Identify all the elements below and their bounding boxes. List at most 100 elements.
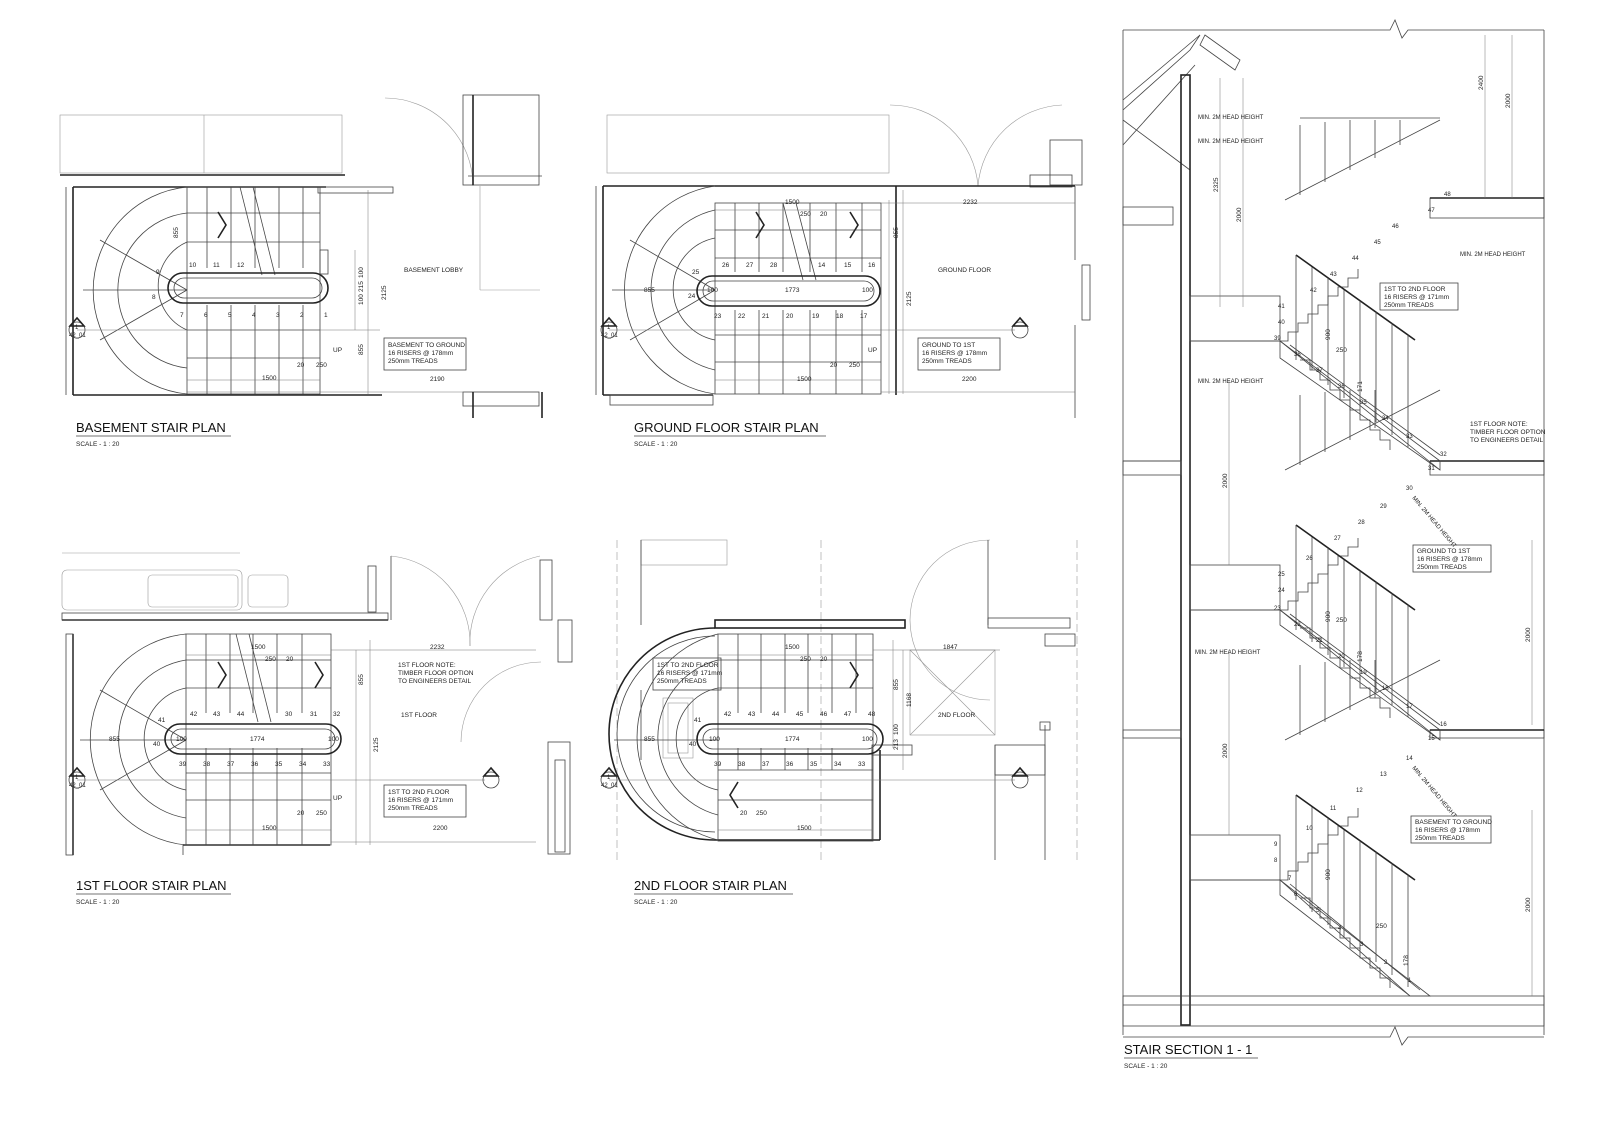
dimension-label: 855 [893,679,900,690]
section-note-2-line1: 1ST FLOOR NOTE: [1470,421,1528,428]
section-title: STAIR SECTION 1 - 1 [1124,1042,1252,1057]
tread-number: 27 [746,262,754,269]
riser-note-ground-line1: GROUND TO 1ST [922,342,975,349]
tread-number: 48 [868,711,876,718]
room-label-second: 2ND FLOOR [938,712,976,719]
step-number: 33 [1406,434,1413,440]
step-number: 21 [1316,638,1323,644]
tread-number: 40 [689,741,697,748]
step-number: 32 [1440,452,1447,458]
tread-number: 32 [333,711,341,718]
riser-note-basement-line3: 250mm TREADS [388,358,438,365]
dimension-label: 20 [297,810,305,817]
tread-number: 46 [820,711,828,718]
dimension-label: 2325 [1213,177,1220,192]
tread-number: 33 [858,761,866,768]
floor-note-first-line1: 1ST FLOOR NOTE: [398,662,456,669]
tread-number: 42 [724,711,732,718]
dimension-label: 1773 [785,287,800,294]
dimension-label: 855 [893,227,900,238]
step-number: 1 [1408,978,1412,984]
tread-number: 16 [868,262,876,269]
step-number: 46 [1392,224,1399,230]
riser-note-ground-line3: 250mm TREADS [922,358,972,365]
dimension-label: 20 [740,810,748,817]
tread-number: 40 [153,741,161,748]
head-height-label: MIN. 2M HEAD HEIGHT [1460,252,1526,258]
step-number: 22 [1294,622,1301,628]
tread-number: 44 [237,711,245,718]
labels: BASEMENT STAIR PLAN SCALE - 1 : 20 BASEM… [69,75,1546,1070]
tread-number: 4 [252,312,256,319]
tread-number: 28 [770,262,778,269]
step-number: 14 [1406,756,1413,762]
step-number: 8 [1274,858,1278,864]
tread-number: 21 [762,313,770,320]
step-number: 34 [1382,416,1389,422]
head-height-label: MIN. 2M HEAD HEIGHT [1198,115,1264,121]
dimension-label: 855 [173,227,180,238]
section-note-3-line1: GROUND TO 1ST [1417,548,1470,555]
dimension-label: 2125 [906,291,913,306]
tread-number: 33 [323,761,331,768]
dimension-label: 1500 [785,644,800,651]
dimension-label: 250 [316,810,327,817]
riser-note-second-line2: 16 RISERS @ 171mm [657,670,722,677]
section-tag-ref-basement: 42_01 [69,333,86,339]
dimension-label: 900 [1325,869,1332,880]
tread-number: 36 [251,761,259,768]
section-tag-ref-first: 42_01 [69,783,86,789]
dimension-label: 1847 [943,644,958,651]
dimension-label: 100 [176,736,187,743]
plan-title-second: 2ND FLOOR STAIR PLAN [634,878,787,893]
step-number: 45 [1374,240,1381,246]
dimension-label: 100 [709,736,720,743]
tread-number: 35 [275,761,283,768]
dimension-label: 20 [820,211,828,218]
plan-title-basement: BASEMENT STAIR PLAN [76,420,226,435]
dimension-label: 171 [1357,381,1364,392]
step-number: 4 [1338,926,1342,932]
step-number: 43 [1330,272,1337,278]
plan-title-ground: GROUND FLOOR STAIR PLAN [634,420,819,435]
tread-number: 18 [836,313,844,320]
dimension-label: 100 [328,736,339,743]
dimension-label: 20 [830,362,838,369]
dimension-label: 2125 [373,737,380,752]
step-number: 40 [1278,320,1285,326]
step-number: 27 [1334,536,1341,542]
step-number: 9 [1274,842,1278,848]
ground-floor-stair-plan [595,104,1091,418]
dimension-label: 855 [358,674,365,685]
dimension-label: 100 [358,294,365,305]
dimension-label: 250 [800,656,811,663]
dimension-label: 100 [862,736,873,743]
riser-note-second-line3: 250mm TREADS [657,678,707,685]
step-number: 38 [1294,352,1301,358]
step-number: 6 [1294,892,1298,898]
section-tag-ref-second: 42_01 [601,783,618,789]
dimension-label: 2125 [381,285,388,300]
dimension-label: 2000 [1505,93,1512,108]
step-number: 12 [1356,788,1363,794]
tread-number: 39 [714,761,722,768]
dimension-label: 250 [800,211,811,218]
head-height-label: MIN. 2M HEAD HEIGHT [1198,139,1264,145]
dimension-label: 2232 [430,644,445,651]
riser-note-second-line1: 1ST TO 2ND FLOOR [657,662,719,669]
tread-number: 6 [204,312,208,319]
dimension-label: 100 [358,267,365,278]
dimension-label: 2400 [1478,75,1485,90]
tread-number: 44 [772,711,780,718]
section-tag-num-basement: 1 [75,325,79,331]
step-number: 3 [1360,942,1364,948]
room-label-first: 1ST FLOOR [401,712,437,719]
dimension-label: 2000 [1222,473,1229,488]
step-number: 44 [1352,256,1359,262]
step-number: 15 [1428,736,1435,742]
step-number: 25 [1278,572,1285,578]
riser-note-ground-line2: 16 RISERS @ 178mm [922,350,987,357]
dimension-label: 2200 [433,825,448,832]
section-note-4-line1: BASEMENT TO GROUND [1415,819,1492,826]
step-number: 5 [1316,908,1320,914]
